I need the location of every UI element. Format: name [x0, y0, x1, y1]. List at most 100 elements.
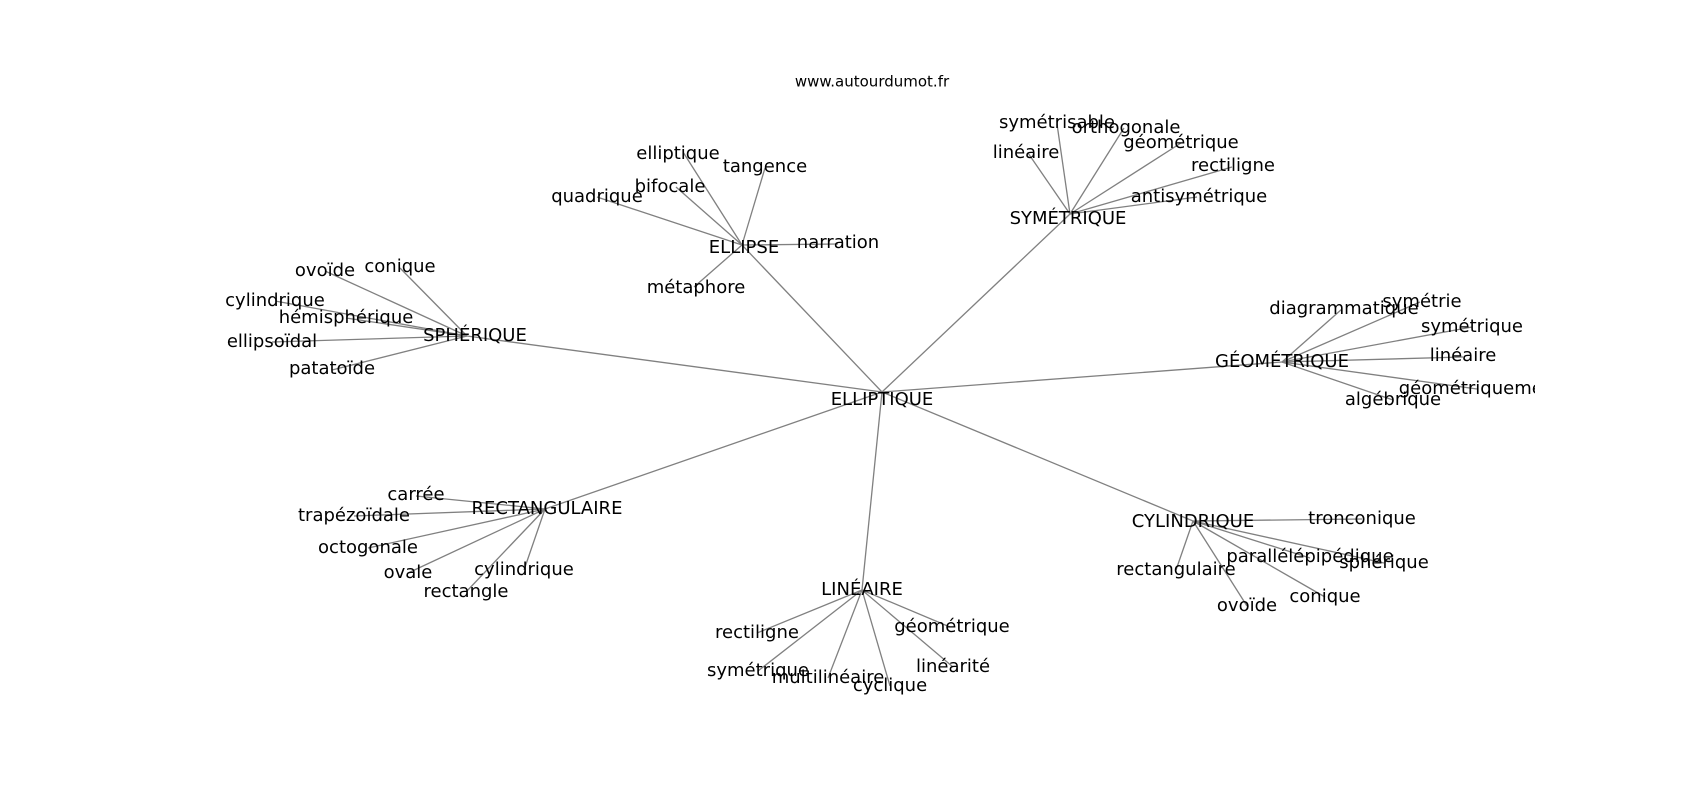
edge-center-cylindrique — [881, 391, 1194, 522]
leaf-node-cylindrique: cylindrique — [474, 559, 574, 580]
edge-lineaire-rectiligne — [756, 589, 863, 634]
edge-center-spherique — [466, 335, 883, 393]
edge-lineaire-geometrique — [861, 589, 951, 628]
edge-lineaire-linearite — [861, 589, 954, 668]
hub-node-spherique: SPHÉRIQUE — [423, 324, 527, 346]
edge-symetrique-orthogonale — [1069, 127, 1125, 215]
leaf-node-narration: narration — [797, 232, 879, 253]
edge-geometrique-symetrie — [1281, 301, 1421, 363]
edge-cylindrique-ovoide — [1192, 520, 1248, 607]
edge-spherique-ovoide — [324, 270, 468, 337]
edge-spherique-ellipsoidal — [271, 335, 468, 343]
edge-center-ellipse — [741, 244, 883, 393]
edge-geometrique-symetrique — [1281, 326, 1473, 363]
leaf-node-cylindrique: cylindrique — [225, 290, 325, 311]
center-node-label: ELLIPTIQUE — [831, 389, 934, 410]
edge-spherique-hemispherique — [345, 317, 468, 337]
leaf-node-parallelepipedique: parallélépipédique — [1226, 546, 1393, 567]
edge-rectangulaire-rectangle — [465, 508, 546, 593]
edge-cylindrique-tronconique — [1192, 518, 1363, 522]
edge-cylindrique-conique — [1192, 520, 1326, 598]
hub-node-lineaire: LINÉAIRE — [821, 578, 903, 600]
leaf-node-rectangulaire: rectangulaire — [1116, 559, 1235, 580]
edge-lineaire-multilineaire — [827, 589, 863, 679]
edge-spherique-conique — [399, 267, 468, 337]
leaf-node-quadrique: quadrique — [551, 186, 643, 207]
edge-cylindrique-rectangulaire — [1175, 520, 1194, 571]
leaf-node-ovoide: ovoïde — [1217, 595, 1277, 616]
edge-symetrique-antisymetrique — [1069, 196, 1198, 215]
leaf-node-cyclique: cyclique — [853, 675, 927, 696]
leaf-node-elliptique: elliptique — [636, 143, 719, 164]
leaf-node-rectiligne: rectiligne — [715, 622, 799, 643]
edge-ellipse-quadrique — [596, 196, 743, 246]
hub-node-cylindrique: CYLINDRIQUE — [1132, 511, 1254, 532]
graph-edges — [271, 123, 1478, 687]
edge-center-geometrique — [881, 361, 1283, 393]
edge-ellipse-bifocale — [675, 186, 743, 246]
leaf-node-symetrique: symétrique — [707, 660, 809, 681]
leaf-node-conique: conique — [1289, 586, 1360, 607]
edge-spherique-cylindrique — [274, 300, 468, 337]
leaf-node-lineaire: linéaire — [1430, 345, 1497, 366]
edge-cylindrique-spherique — [1192, 520, 1385, 564]
edge-spherique-patatoide — [331, 335, 468, 371]
leaf-node-linearite: linéarité — [916, 656, 990, 677]
leaf-node-patatoide: patatoïde — [289, 358, 375, 379]
edge-symetrique-rectiligne — [1069, 166, 1233, 215]
leaf-node-orthogonale: orthogonale — [1072, 117, 1181, 138]
leaf-node-tangence: tangence — [723, 156, 807, 177]
edge-lineaire-cyclique — [861, 589, 891, 687]
leaf-node-tronconique: tronconique — [1308, 508, 1416, 529]
edge-center-symetrique — [881, 213, 1071, 393]
edge-rectangulaire-octogonale — [367, 508, 546, 549]
edge-rectangulaire-cylindrique — [523, 508, 546, 571]
leaf-node-conique: conique — [364, 256, 435, 277]
edge-ellipse-narration — [741, 243, 839, 246]
leaf-node-carree: carrée — [387, 484, 444, 505]
edge-symetrique-symetrisable — [1056, 123, 1071, 215]
edge-symetrique-lineaire — [1027, 152, 1071, 215]
edge-center-lineaire — [861, 391, 883, 591]
leaf-node-geometriquement: géométriquement — [1399, 378, 1562, 399]
edge-symetrique-geometrique — [1069, 142, 1182, 215]
leaf-node-rectiligne: rectiligne — [1191, 155, 1275, 176]
leaf-node-geometrique: géométrique — [894, 616, 1010, 637]
edge-geometrique-diagrammatique — [1281, 308, 1343, 363]
edge-geometrique-geometriquement — [1281, 361, 1478, 390]
leaf-node-octogonale: octogonale — [318, 537, 418, 558]
edge-lineaire-symetrique — [757, 589, 863, 672]
hub-node-geometrique: GÉOMÉTRIQUE — [1215, 350, 1349, 372]
leaf-node-lineaire: linéaire — [993, 142, 1060, 163]
leaf-node-trapezoidale: trapézoïdale — [298, 505, 410, 526]
edge-ellipse-elliptique — [682, 151, 743, 246]
edge-rectangulaire-ovale — [407, 508, 546, 574]
leaf-node-metaphore: métaphore — [647, 277, 746, 298]
edge-rectangulaire-trapezoidale — [353, 508, 546, 517]
leaf-node-spherique: sphérique — [1339, 552, 1429, 573]
leaf-node-ovale: ovale — [384, 562, 433, 583]
leaf-node-algebrique: algébrique — [1345, 389, 1441, 410]
hub-node-symetrique: SYMÉTRIQUE — [1010, 207, 1127, 229]
edge-ellipse-metaphore — [693, 244, 743, 288]
leaf-node-rectangle: rectangle — [424, 581, 509, 602]
hub-node-ellipse: ELLIPSE — [709, 237, 779, 258]
leaf-node-ovoide: ovoïde — [295, 260, 355, 281]
leaf-node-hemispherique: hémisphérique — [279, 307, 414, 328]
edge-rectangulaire-carree — [415, 495, 546, 510]
source-label: www.autourdumot.fr — [795, 73, 950, 91]
leaf-node-symetrie: symétrie — [1382, 291, 1461, 312]
edge-geometrique-lineaire — [1281, 356, 1464, 363]
edge-center-rectangulaire — [544, 391, 883, 510]
leaf-node-diagrammatique: diagrammatique — [1269, 298, 1418, 319]
leaf-node-antisymetrique: antisymétrique — [1131, 186, 1268, 207]
leaf-node-ellipsoidal: ellipsoïdal — [227, 331, 317, 352]
edge-ellipse-tangence — [741, 167, 766, 246]
edge-geometrique-algebrique — [1281, 361, 1394, 401]
leaf-node-geometrique: géométrique — [1123, 132, 1239, 153]
leaf-node-bifocale: bifocale — [635, 176, 706, 197]
leaf-node-multilineaire: multilinéaire — [772, 667, 885, 688]
hub-node-rectangulaire: RECTANGULAIRE — [472, 498, 623, 519]
